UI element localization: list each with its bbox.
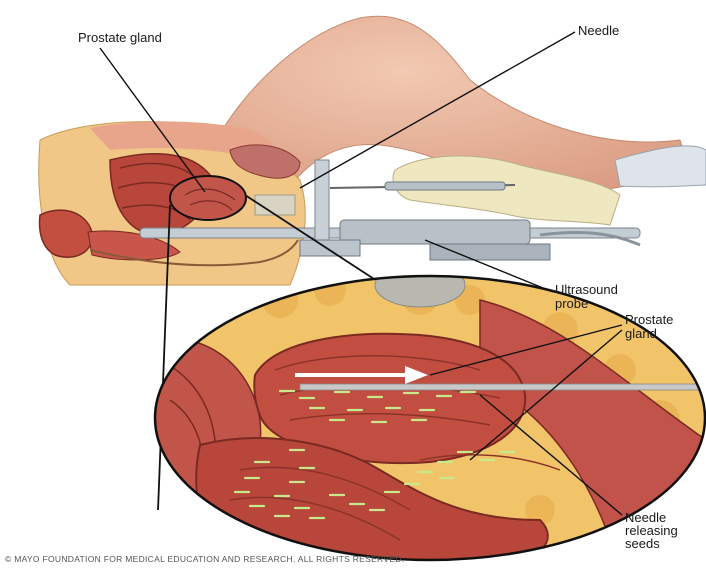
label-needle-top: Needle [578, 24, 619, 38]
label-ultrasound-line2: probe [555, 297, 588, 311]
copyright-notice: © MAYO FOUNDATION FOR MEDICAL EDUCATION … [5, 554, 404, 564]
label-prostate-inset-line2: gland [625, 327, 657, 341]
label-prostate-inset-line1: Prostate [625, 313, 673, 327]
label-needle-seeds-line3: seeds [625, 537, 660, 551]
magnify-circle-top [170, 176, 246, 220]
inset-magnified-view [150, 263, 706, 568]
label-prostate-gland-top: Prostate gland [78, 31, 162, 45]
label-ultrasound-line1: Ultrasound [555, 283, 618, 297]
